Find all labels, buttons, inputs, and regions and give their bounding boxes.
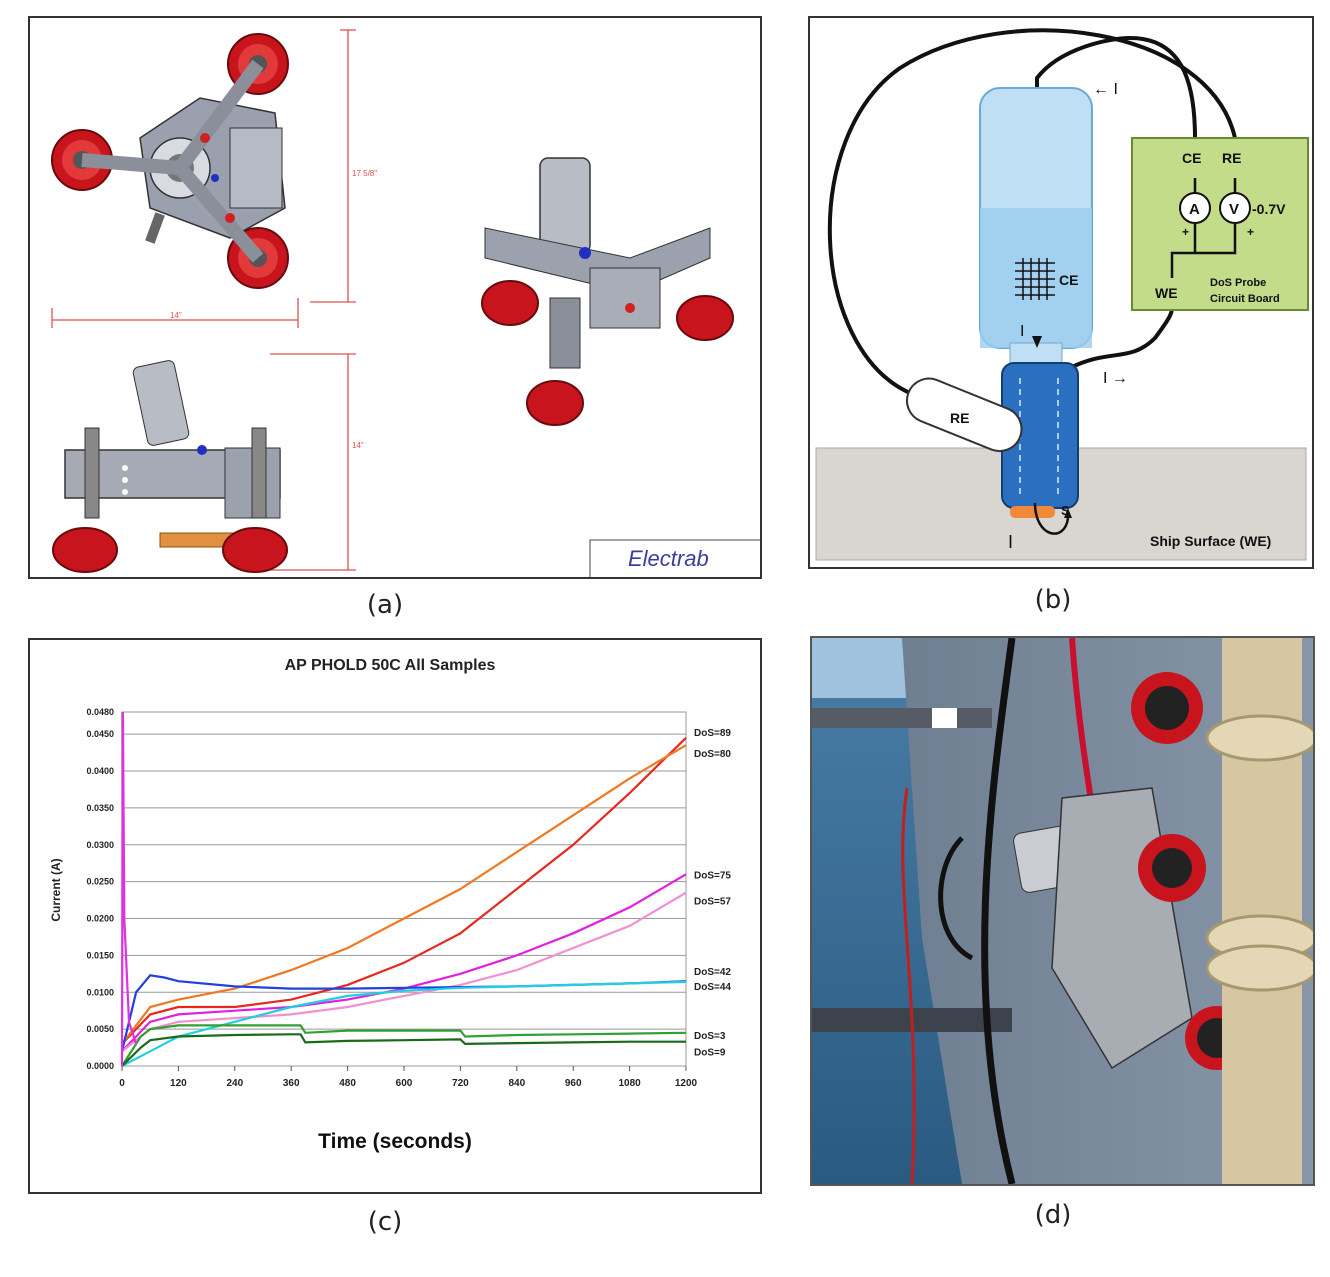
label-ce-top: CE xyxy=(1182,150,1201,166)
legend-label: DoS=42 xyxy=(694,967,731,978)
robot-top-view xyxy=(51,33,289,289)
re-probe xyxy=(906,377,1023,453)
series-line-spike xyxy=(120,711,138,1067)
x-tick-label: 840 xyxy=(508,1078,525,1089)
chart-xlabel: Time (seconds) xyxy=(318,1130,472,1153)
label-plus-2: + xyxy=(1247,225,1254,239)
x-tick-label: 360 xyxy=(283,1078,300,1089)
chart-ylabel: Current (A) xyxy=(49,858,63,921)
caption-d: (d) xyxy=(1034,1200,1072,1230)
robot-side-view xyxy=(52,360,288,573)
robot-iso-view xyxy=(481,157,734,426)
label-current-top: ← I xyxy=(1093,81,1118,98)
y-tick-label: 0.0100 xyxy=(86,987,114,997)
y-tick-label: 0.0480 xyxy=(86,707,114,717)
series-line-dos-80 xyxy=(121,744,687,1045)
dim-label-side: 14" xyxy=(352,441,364,450)
x-tick-label: 480 xyxy=(339,1078,356,1089)
y-tick-label: 0.0350 xyxy=(86,803,114,813)
label-board-line1: DoS Probe xyxy=(1210,277,1266,289)
label-re-top: RE xyxy=(1222,150,1241,166)
label-seal: S xyxy=(1061,503,1070,518)
label-ce-mesh: CE xyxy=(1059,272,1078,288)
legend-label: DoS=9 xyxy=(694,1048,726,1059)
field-photo xyxy=(812,638,1313,1184)
label-re-probe: RE xyxy=(950,410,969,426)
x-tick-label: 960 xyxy=(565,1078,582,1089)
x-tick-label: 1080 xyxy=(618,1078,641,1089)
panel-b-dos-probe-schematic: CE RE A V -0.7V + + WE DoS Probe Circuit… xyxy=(808,16,1314,569)
label-board-line2: Circuit Board xyxy=(1210,293,1280,305)
label-ship-surface: Ship Surface (WE) xyxy=(1150,533,1271,549)
series-line-dos-57 xyxy=(121,891,687,1053)
panel-d-field-photo xyxy=(810,636,1315,1186)
legend-label: DoS=80 xyxy=(694,749,731,760)
x-tick-label: 1200 xyxy=(675,1078,698,1089)
label-current-right: I → xyxy=(1103,370,1128,387)
current-vs-time-chart: AP PHOLD 50C All Samples Time (seconds) … xyxy=(49,657,731,1153)
label-voltage: -0.7V xyxy=(1252,201,1286,217)
x-tick-label: 600 xyxy=(396,1078,413,1089)
y-tick-label: 0.0300 xyxy=(86,840,114,850)
ce-mesh xyxy=(1015,258,1055,300)
cad-drawing: 17 5/8" 14" 14" xyxy=(51,29,760,577)
dim-label-width: 14" xyxy=(170,311,182,320)
legend-label: DoS=3 xyxy=(694,1031,726,1042)
dim-label-height: 17 5/8" xyxy=(352,169,377,178)
y-tick-label: 0.0200 xyxy=(86,914,114,924)
series-line-dos-9 xyxy=(121,1033,686,1067)
caption-a: (a) xyxy=(366,590,404,620)
panel-a-cad-drawing: 17 5/8" 14" 14" xyxy=(28,16,762,579)
x-tick-label: 0 xyxy=(119,1078,125,1089)
legend-label: DoS=57 xyxy=(694,897,731,908)
legend-label: DoS=44 xyxy=(694,982,731,993)
y-tick-label: 0.0400 xyxy=(86,766,114,776)
y-tick-label: 0.0150 xyxy=(86,950,114,960)
y-tick-label: 0.0250 xyxy=(86,877,114,887)
label-plus-1: + xyxy=(1182,225,1189,239)
y-tick-label: 0.0050 xyxy=(86,1024,114,1034)
y-tick-label: 0.0450 xyxy=(86,729,114,739)
dimension-lines xyxy=(51,29,356,571)
x-tick-label: 720 xyxy=(452,1078,469,1089)
x-tick-label: 120 xyxy=(170,1078,187,1089)
series-line-dos-89 xyxy=(121,737,687,1045)
caption-c: (c) xyxy=(367,1207,403,1237)
label-current-bottom: I xyxy=(1008,532,1013,552)
panel-c-current-chart: AP PHOLD 50C All Samples Time (seconds) … xyxy=(28,638,762,1194)
logo-electrab: Electrab xyxy=(628,546,709,571)
y-tick-label: 0.0000 xyxy=(86,1061,114,1071)
chart-title: AP PHOLD 50C All Samples xyxy=(285,657,496,674)
series-line-dos-3 xyxy=(121,1024,687,1067)
label-voltmeter: V xyxy=(1229,201,1239,218)
label-ammeter: A xyxy=(1189,201,1200,218)
label-current-down: I xyxy=(1020,323,1024,340)
probe-schematic: CE RE A V -0.7V + + WE DoS Probe Circuit… xyxy=(815,28,1309,561)
series-line-dos-44 xyxy=(121,980,687,1067)
x-tick-label: 240 xyxy=(226,1078,243,1089)
caption-b: (b) xyxy=(1034,585,1072,615)
legend-label: DoS=75 xyxy=(694,870,731,881)
label-we: WE xyxy=(1155,285,1178,301)
legend-label: DoS=89 xyxy=(694,728,731,739)
